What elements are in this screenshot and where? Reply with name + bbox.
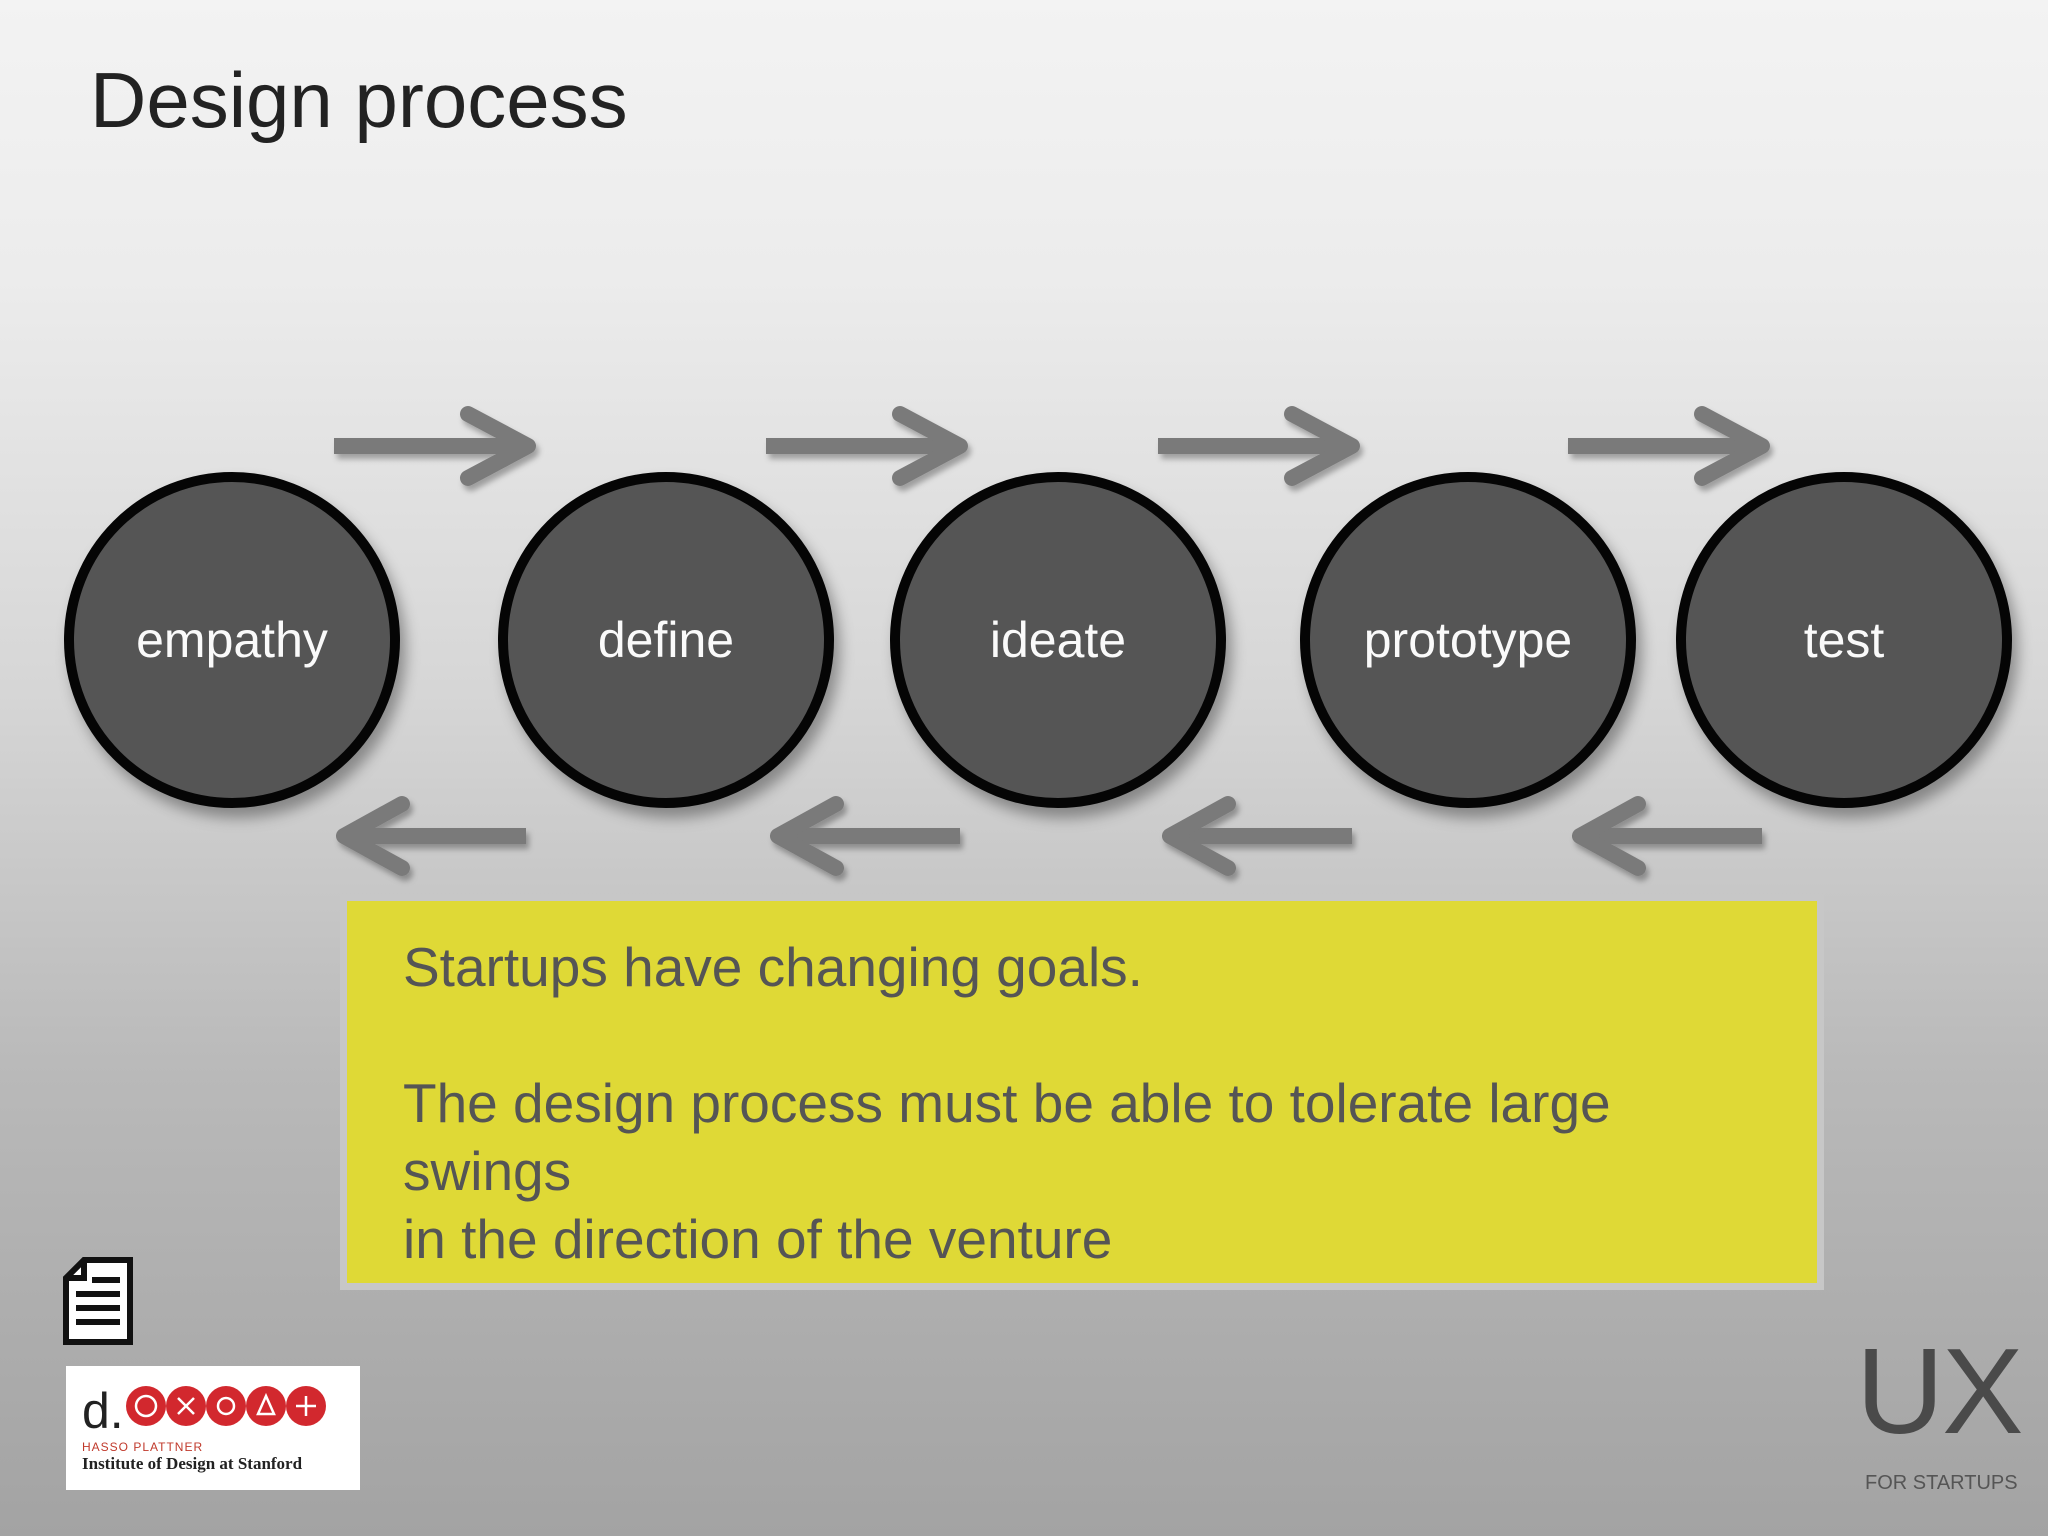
page-title: Design process bbox=[90, 56, 628, 144]
stage-test: test bbox=[1676, 472, 2012, 808]
stage-label: test bbox=[1803, 612, 1885, 668]
note-line: Startups have changing goals. bbox=[403, 936, 1143, 998]
logo-circles-icon bbox=[126, 1386, 326, 1426]
logo-institute: Institute of Design at Stanford bbox=[82, 1454, 303, 1473]
forward-arrow bbox=[334, 406, 536, 486]
stage-ideate: ideate bbox=[890, 472, 1226, 808]
note-line: The design process must be able to toler… bbox=[403, 1072, 1611, 1202]
backward-arrow bbox=[1572, 796, 1762, 876]
document-icon[interactable] bbox=[60, 1256, 136, 1346]
logo-subtitle: HASSO PLATTNER bbox=[82, 1440, 204, 1454]
stage-label: empathy bbox=[136, 612, 328, 668]
stage-label: ideate bbox=[989, 612, 1127, 668]
backward-arrow bbox=[770, 796, 960, 876]
callout-note: Startups have changing goals. The design… bbox=[340, 894, 1824, 1290]
forward-arrow bbox=[766, 406, 968, 486]
backward-arrow bbox=[336, 796, 526, 876]
dschool-logo: d. HASSO PLATTNER Institute of Design at… bbox=[66, 1366, 360, 1490]
stage-empathy: empathy bbox=[64, 472, 400, 808]
stage-define: define bbox=[498, 472, 834, 808]
stage-label: prototype bbox=[1363, 612, 1573, 668]
forward-arrow bbox=[1568, 406, 1770, 486]
forward-arrow bbox=[1158, 406, 1360, 486]
stage-label: define bbox=[597, 612, 735, 668]
note-line: in the direction of the venture bbox=[403, 1208, 1113, 1270]
backward-arrow bbox=[1162, 796, 1352, 876]
brand-ux: UX bbox=[1856, 1323, 2023, 1459]
stage-prototype: prototype bbox=[1300, 472, 1636, 808]
logo-mark: d. bbox=[82, 1383, 124, 1439]
brand-subtitle: FOR STARTUPS bbox=[1865, 1472, 2018, 1494]
